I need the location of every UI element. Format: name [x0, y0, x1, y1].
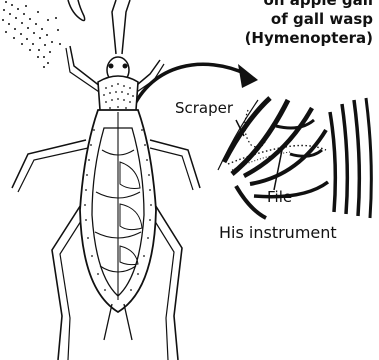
eye-left [109, 64, 114, 69]
middle-leg-right-outline [150, 148, 193, 190]
antenna-left [112, 0, 116, 54]
instrument-detail [218, 98, 371, 218]
file-label: File [267, 190, 292, 205]
twig [68, 0, 85, 21]
gall-caption-line-3: (Hymenoptera) [245, 31, 373, 46]
arrow-head [238, 64, 258, 88]
scraper-label: Scraper [175, 101, 233, 116]
cercus-right [124, 304, 132, 340]
apple-gall [2, 1, 61, 68]
instrument-caption: His instrument [219, 225, 337, 241]
cercus-left [104, 304, 112, 340]
middle-leg-right [150, 140, 200, 188]
gall-caption-line-1: on apple gall [264, 0, 373, 8]
antenna-right [122, 0, 130, 54]
gall-caption-line-2: of gall wasp [271, 12, 373, 27]
eye-right [123, 64, 128, 69]
